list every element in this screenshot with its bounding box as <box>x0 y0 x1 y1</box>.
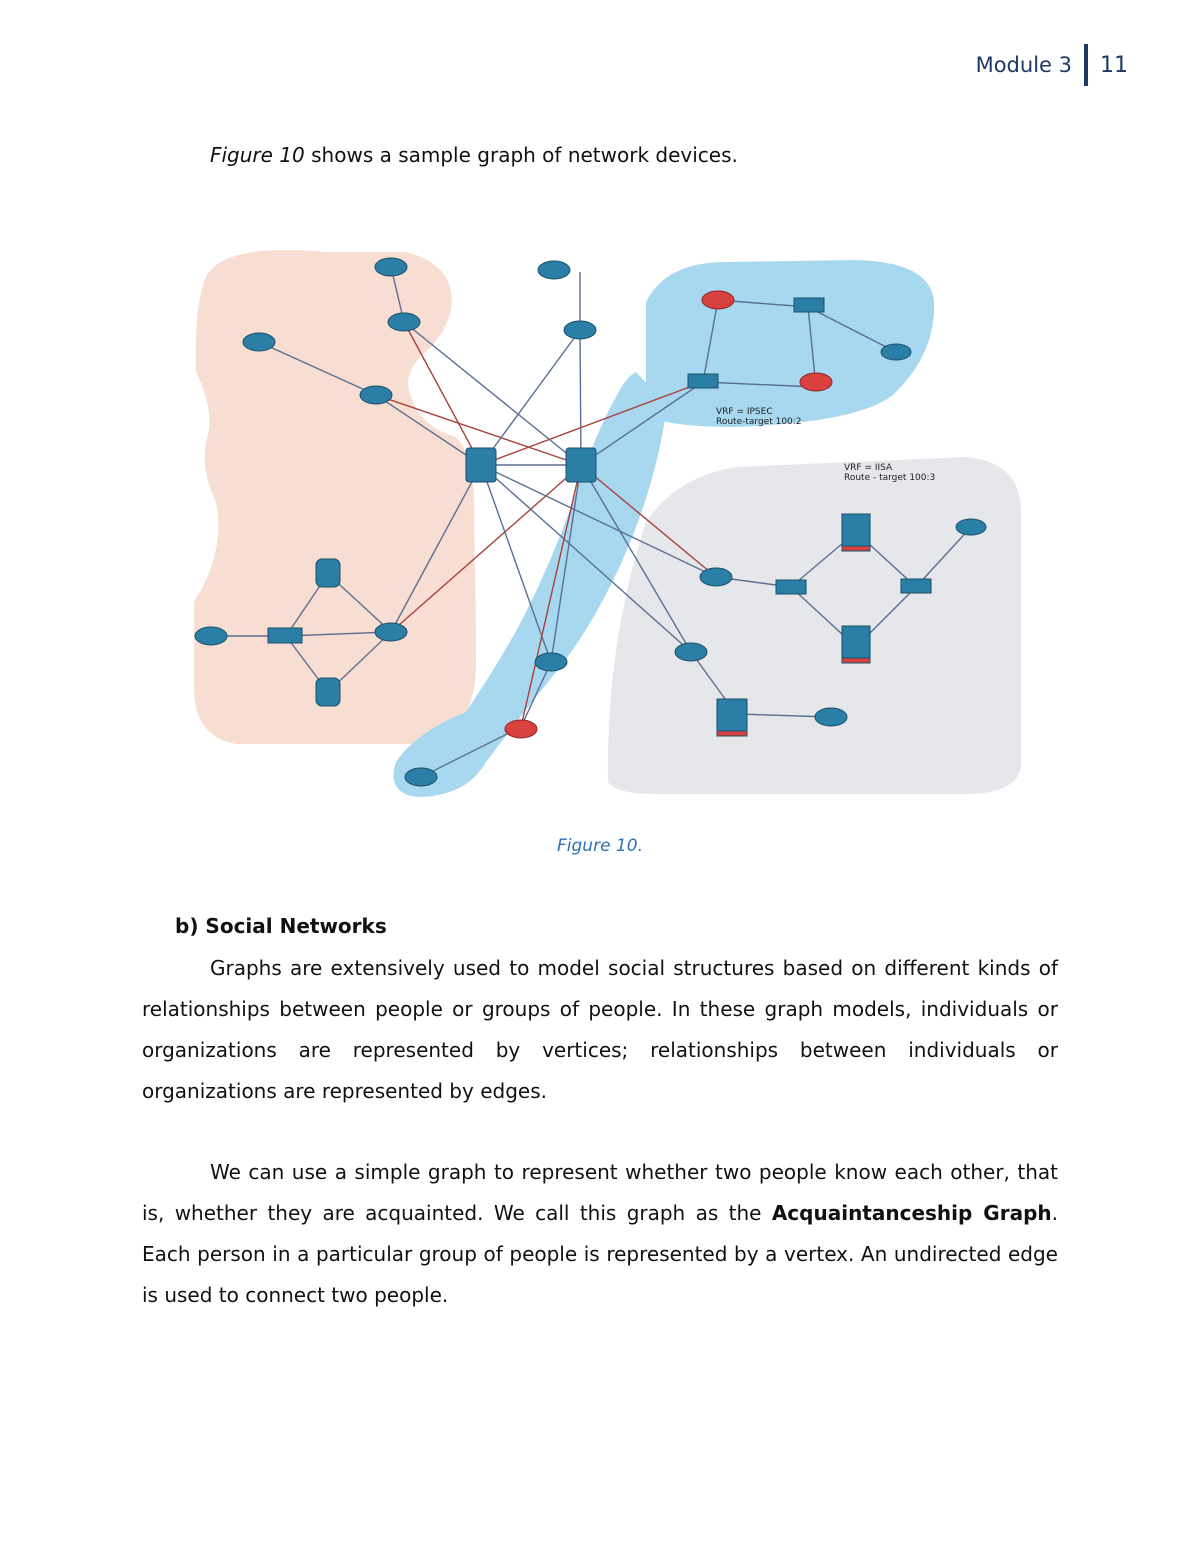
network-diagram: VRF = IPSEC Route-target 100:2 VRF = IIS… <box>194 250 1021 797</box>
zone-top-right <box>638 260 935 462</box>
intro-sentence: Figure 10 shows a sample graph of networ… <box>210 143 738 167</box>
header-divider <box>1084 44 1088 86</box>
figure-reference: Figure 10 <box>210 143 305 167</box>
vrf-ipsec-label: VRF = IPSEC <box>716 407 773 417</box>
router-icon <box>194 257 987 787</box>
paragraph-text: Graphs are extensively used to model soc… <box>142 956 1058 1103</box>
server-icon <box>315 558 341 707</box>
figure-caption: Figure 10. <box>557 836 643 856</box>
core-switch-icon <box>465 447 597 483</box>
vrf-iisa-label: VRF = IISA <box>844 463 893 473</box>
paragraph-text-end: . Each person in a particular group of p… <box>142 1201 1058 1307</box>
firewall-icon <box>716 513 871 737</box>
ipsec-router-icon <box>504 290 833 739</box>
paragraph-social-networks: Graphs are extensively used to model soc… <box>142 948 1058 1112</box>
paragraph-acquaintanceship: We can use a simple graph to represent w… <box>142 1152 1058 1316</box>
module-label: Module 3 <box>975 53 1072 77</box>
switch-icon <box>267 297 932 644</box>
section-heading: b) Social Networks <box>175 914 387 938</box>
page-header: Module 3 11 <box>976 44 1128 86</box>
intro-text: shows a sample graph of network devices. <box>304 143 738 167</box>
bold-term: Acquaintanceship Graph <box>771 1201 1052 1225</box>
zone-gray <box>607 457 1021 794</box>
route-target-iisa-label: Route - target 100:3 <box>844 473 935 483</box>
paragraph-text-start: We can use a simple graph to represent w… <box>142 1160 1058 1225</box>
route-target-ipsec-label: Route-target 100:2 <box>716 417 802 427</box>
page-number: 11 <box>1100 52 1128 78</box>
zone-left <box>194 250 476 744</box>
